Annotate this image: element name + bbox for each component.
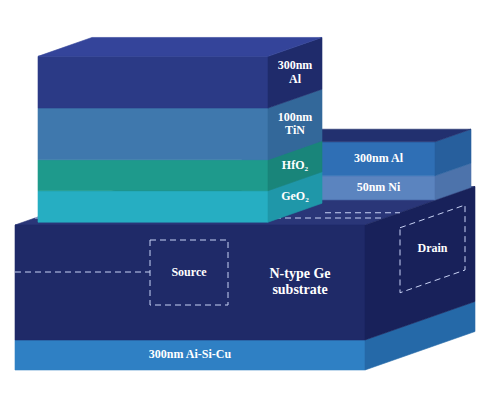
gate-layer-front [38, 56, 268, 108]
drain-region: Drain [418, 242, 448, 256]
layer-label: 300nm Ai-Si-Cu [149, 348, 231, 362]
layer-label: N-type Ge substrate [256, 266, 344, 298]
layer-label: 300nm Al [354, 152, 403, 166]
dashed-region-outline [400, 205, 465, 293]
layer-label: HfO₂ [282, 159, 308, 173]
back-contact-layer: 300nm Ai-Si-Cu [149, 348, 231, 362]
layer-label: GeO₂ [281, 190, 309, 204]
source-region: Source [171, 266, 206, 280]
dashed-region-outline [150, 240, 228, 305]
layer-label: 100nm TiN [272, 111, 318, 139]
layer-label: Source [171, 266, 206, 280]
substrate-front [15, 225, 365, 340]
drain-nickel-layer: 50nm Ni [357, 181, 401, 195]
substrate-block: N-type Ge substrate Source Drain [15, 187, 475, 341]
layer-label: 300nm Al [272, 59, 318, 87]
gate-tin-layer: 100nm TiN [272, 111, 318, 139]
gate-metal-layer: 300nm Al [272, 59, 318, 87]
gate-oxide-layer: HfO₂ [282, 159, 308, 173]
gate-layer-top [38, 37, 322, 56]
drain-metal-layer: 300nm Al [354, 152, 403, 166]
contact-stacks [38, 37, 471, 222]
dashed-region-outline [15, 272, 150, 273]
gate-layer-front [38, 191, 268, 222]
layer-label: 50nm Ni [357, 181, 401, 195]
dashed-region-outline [325, 212, 400, 213]
gate-layer-front [38, 108, 268, 160]
substrate-side [365, 187, 475, 341]
interface-oxide-layer: GeO₂ [281, 190, 309, 204]
substrate-faces [15, 187, 475, 371]
gate-layer-front [38, 160, 268, 191]
layer-label: Drain [418, 242, 448, 256]
back-contact-front [15, 340, 365, 370]
